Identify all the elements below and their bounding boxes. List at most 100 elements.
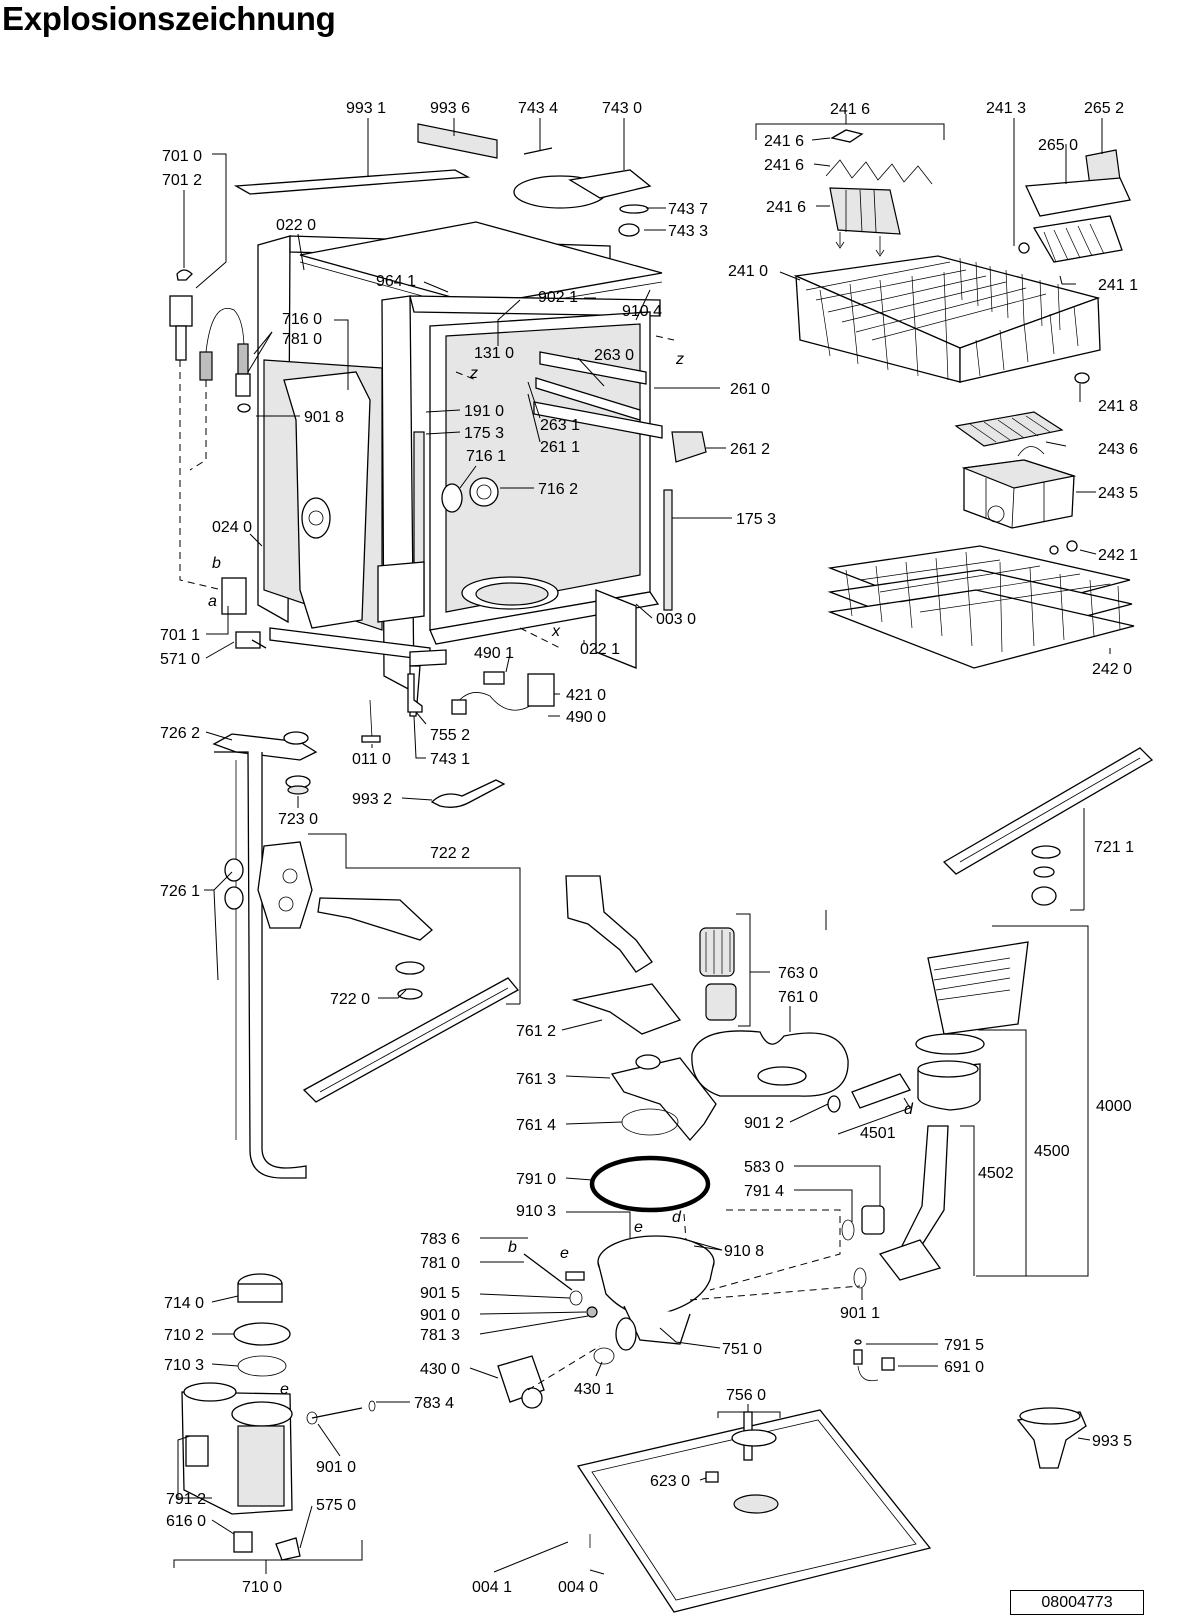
part-label: 716 2 <box>538 481 578 498</box>
part-label: 490 1 <box>474 645 514 662</box>
part-label: 022 0 <box>276 217 316 234</box>
part-label: 024 0 <box>212 519 252 536</box>
part-label: 243 6 <box>1098 441 1138 458</box>
pump-sump-drawing <box>497 941 1029 1409</box>
part-label: 710 2 <box>164 1327 204 1344</box>
page-title: Explosionszeichnung <box>2 0 336 37</box>
part-label: 265 0 <box>1038 137 1078 154</box>
part-label: 430 1 <box>574 1381 614 1398</box>
part-label: 743 4 <box>518 100 558 117</box>
part-label: 901 0 <box>316 1459 356 1476</box>
spray-arms-drawing <box>212 731 1154 1213</box>
part-label: 743 0 <box>602 100 642 117</box>
part-label: 242 1 <box>1098 547 1138 564</box>
part-label: 4000 <box>1096 1098 1132 1115</box>
part-label: 791 0 <box>516 1171 556 1188</box>
part-label: 781 3 <box>420 1327 460 1344</box>
part-label: 241 0 <box>728 263 768 280</box>
part-label: 783 4 <box>414 1395 454 1412</box>
part-label: 4501 <box>860 1125 896 1142</box>
part-label: 722 2 <box>430 845 470 862</box>
base-tray-drawing <box>576 1407 1087 1613</box>
part-label: 902 1 <box>538 289 578 306</box>
part-label: 723 0 <box>278 811 318 828</box>
part-label: 993 1 <box>346 100 386 117</box>
part-label: 131 0 <box>474 345 514 362</box>
part-label: 242 0 <box>1092 661 1132 678</box>
part-label: 791 5 <box>944 1337 984 1354</box>
part-label: 761 3 <box>516 1071 556 1088</box>
part-label: 791 2 <box>166 1491 206 1508</box>
part-label: 993 6 <box>430 100 470 117</box>
part-label: 175 3 <box>464 425 504 442</box>
part-label: 241 6 <box>764 157 804 174</box>
part-label: 756 0 <box>726 1387 766 1404</box>
part-label: 901 5 <box>420 1285 460 1302</box>
part-label: 901 0 <box>420 1307 460 1324</box>
part-label: 583 0 <box>744 1159 784 1176</box>
part-label: 901 2 <box>744 1115 784 1132</box>
part-label: 993 2 <box>352 791 392 808</box>
connection-marker: d <box>672 1209 682 1226</box>
part-label: 781 0 <box>282 331 322 348</box>
tub-body-drawing <box>169 123 707 808</box>
part-label: 761 2 <box>516 1023 556 1040</box>
part-label: 011 0 <box>352 751 391 768</box>
part-label: 714 0 <box>164 1295 204 1312</box>
part-label: 421 0 <box>566 687 606 704</box>
water-softener-drawing <box>181 1273 376 1561</box>
connection-marker: b <box>508 1239 517 1256</box>
part-label: 751 0 <box>722 1341 762 1358</box>
part-label: 701 1 <box>160 627 200 644</box>
part-label: 901 8 <box>304 409 344 426</box>
part-label: 726 2 <box>160 725 200 742</box>
part-label: 430 0 <box>420 1361 460 1378</box>
part-label: 743 1 <box>430 751 470 768</box>
part-label: 623 0 <box>650 1473 690 1490</box>
part-label: 261 1 <box>540 439 580 456</box>
part-label: 241 1 <box>1098 277 1138 294</box>
part-label: 575 0 <box>316 1497 356 1514</box>
part-label: 763 0 <box>778 965 818 982</box>
part-label: 701 0 <box>162 148 202 165</box>
connection-marker: e <box>560 1245 569 1262</box>
part-label: 616 0 <box>166 1513 206 1530</box>
part-label: 716 1 <box>466 448 506 465</box>
part-label: 761 0 <box>778 989 818 1006</box>
connection-marker: e <box>280 1381 289 1398</box>
part-label: 241 6 <box>764 133 804 150</box>
part-label: 710 3 <box>164 1357 204 1374</box>
part-label: 721 1 <box>1094 839 1134 856</box>
part-label: 755 2 <box>430 727 470 744</box>
part-label: 004 0 <box>558 1579 598 1596</box>
part-label: 004 1 <box>472 1579 512 1596</box>
part-label: 003 0 <box>656 611 696 628</box>
part-label: 571 0 <box>160 651 200 668</box>
part-number-labels: 993 1 993 6 743 4 743 0 241 6 241 3 265 … <box>160 100 1138 1596</box>
connection-marker: x <box>551 623 561 640</box>
part-label: 175 3 <box>736 511 776 528</box>
part-label: 243 5 <box>1098 485 1138 502</box>
connection-marker: a <box>208 593 217 610</box>
part-label: 993 5 <box>1092 1433 1132 1450</box>
part-label: 691 0 <box>944 1359 984 1376</box>
connection-marker: z <box>469 365 478 382</box>
part-label: 781 0 <box>420 1255 460 1272</box>
part-label: 726 1 <box>160 883 200 900</box>
part-label: 783 6 <box>420 1231 460 1248</box>
part-label: 910 8 <box>724 1243 764 1260</box>
part-label: 761 4 <box>516 1117 556 1134</box>
connection-marker: d <box>904 1101 914 1118</box>
part-label: 490 0 <box>566 709 606 726</box>
part-label: 263 1 <box>540 417 580 434</box>
part-label: 910 3 <box>516 1203 556 1220</box>
part-label: 241 3 <box>986 100 1026 117</box>
connection-letter-markers: b a z z x d d e b e e <box>208 351 914 1398</box>
part-label: 743 7 <box>668 201 708 218</box>
part-label: 022 1 <box>580 641 620 658</box>
part-label: 910 4 <box>622 303 662 320</box>
connection-marker: e <box>634 1219 643 1236</box>
part-label: 261 0 <box>730 381 770 398</box>
baskets-drawing <box>793 129 1135 669</box>
